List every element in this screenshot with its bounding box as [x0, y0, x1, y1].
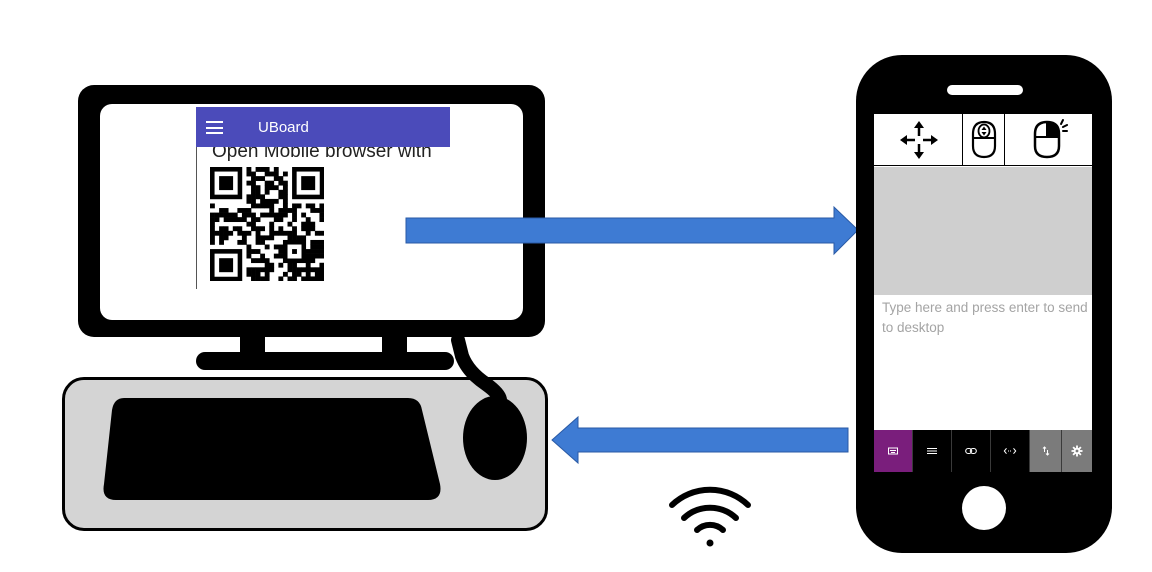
menu-icon [927, 448, 937, 454]
link-icon [965, 447, 977, 455]
phone-speaker [947, 85, 1023, 95]
code-icon [1003, 447, 1017, 455]
monitor-screen: Open Mobile browser with UBoard [100, 104, 523, 320]
desktop-text-input[interactable]: Type here and press enter to send to des… [882, 300, 1088, 335]
qr-code [210, 167, 324, 281]
bottom-tab-bar [874, 430, 1092, 472]
phone-home-button[interactable] [962, 486, 1006, 530]
tab-link[interactable] [951, 430, 990, 472]
screen-divider [196, 147, 197, 289]
mouse-scroll-icon [971, 120, 997, 159]
stand-base [196, 352, 454, 370]
move-arrows-icon [900, 121, 938, 159]
arrow-desktop-to-phone [405, 205, 859, 256]
tab-settings[interactable] [1061, 430, 1092, 472]
mouse-click-icon [1033, 119, 1068, 159]
touchpad-area[interactable] [874, 167, 1092, 295]
phone-screen: Type here and press enter to send to des… [874, 114, 1092, 472]
tab-menu[interactable] [912, 430, 951, 472]
app-title: UBoard [258, 119, 309, 136]
app-header: UBoard [196, 107, 450, 147]
move-mode-button[interactable] [874, 114, 963, 166]
arrow-phone-to-desktop [551, 415, 849, 465]
swap-icon [1042, 446, 1049, 456]
scroll-mode-button[interactable] [963, 114, 1005, 166]
gear-icon [1071, 445, 1083, 457]
mouse [463, 396, 527, 480]
keyboard [103, 398, 441, 500]
tab-swap[interactable] [1029, 430, 1061, 472]
tab-code[interactable] [990, 430, 1029, 472]
keyboard-icon [888, 447, 898, 455]
mouse-cable [451, 333, 507, 407]
click-mode-button[interactable] [1005, 114, 1092, 166]
wifi-icon [669, 486, 751, 547]
tab-keyboard[interactable] [874, 430, 912, 472]
mouse-mode-toolbar [874, 114, 1092, 166]
hamburger-icon[interactable] [206, 121, 223, 134]
